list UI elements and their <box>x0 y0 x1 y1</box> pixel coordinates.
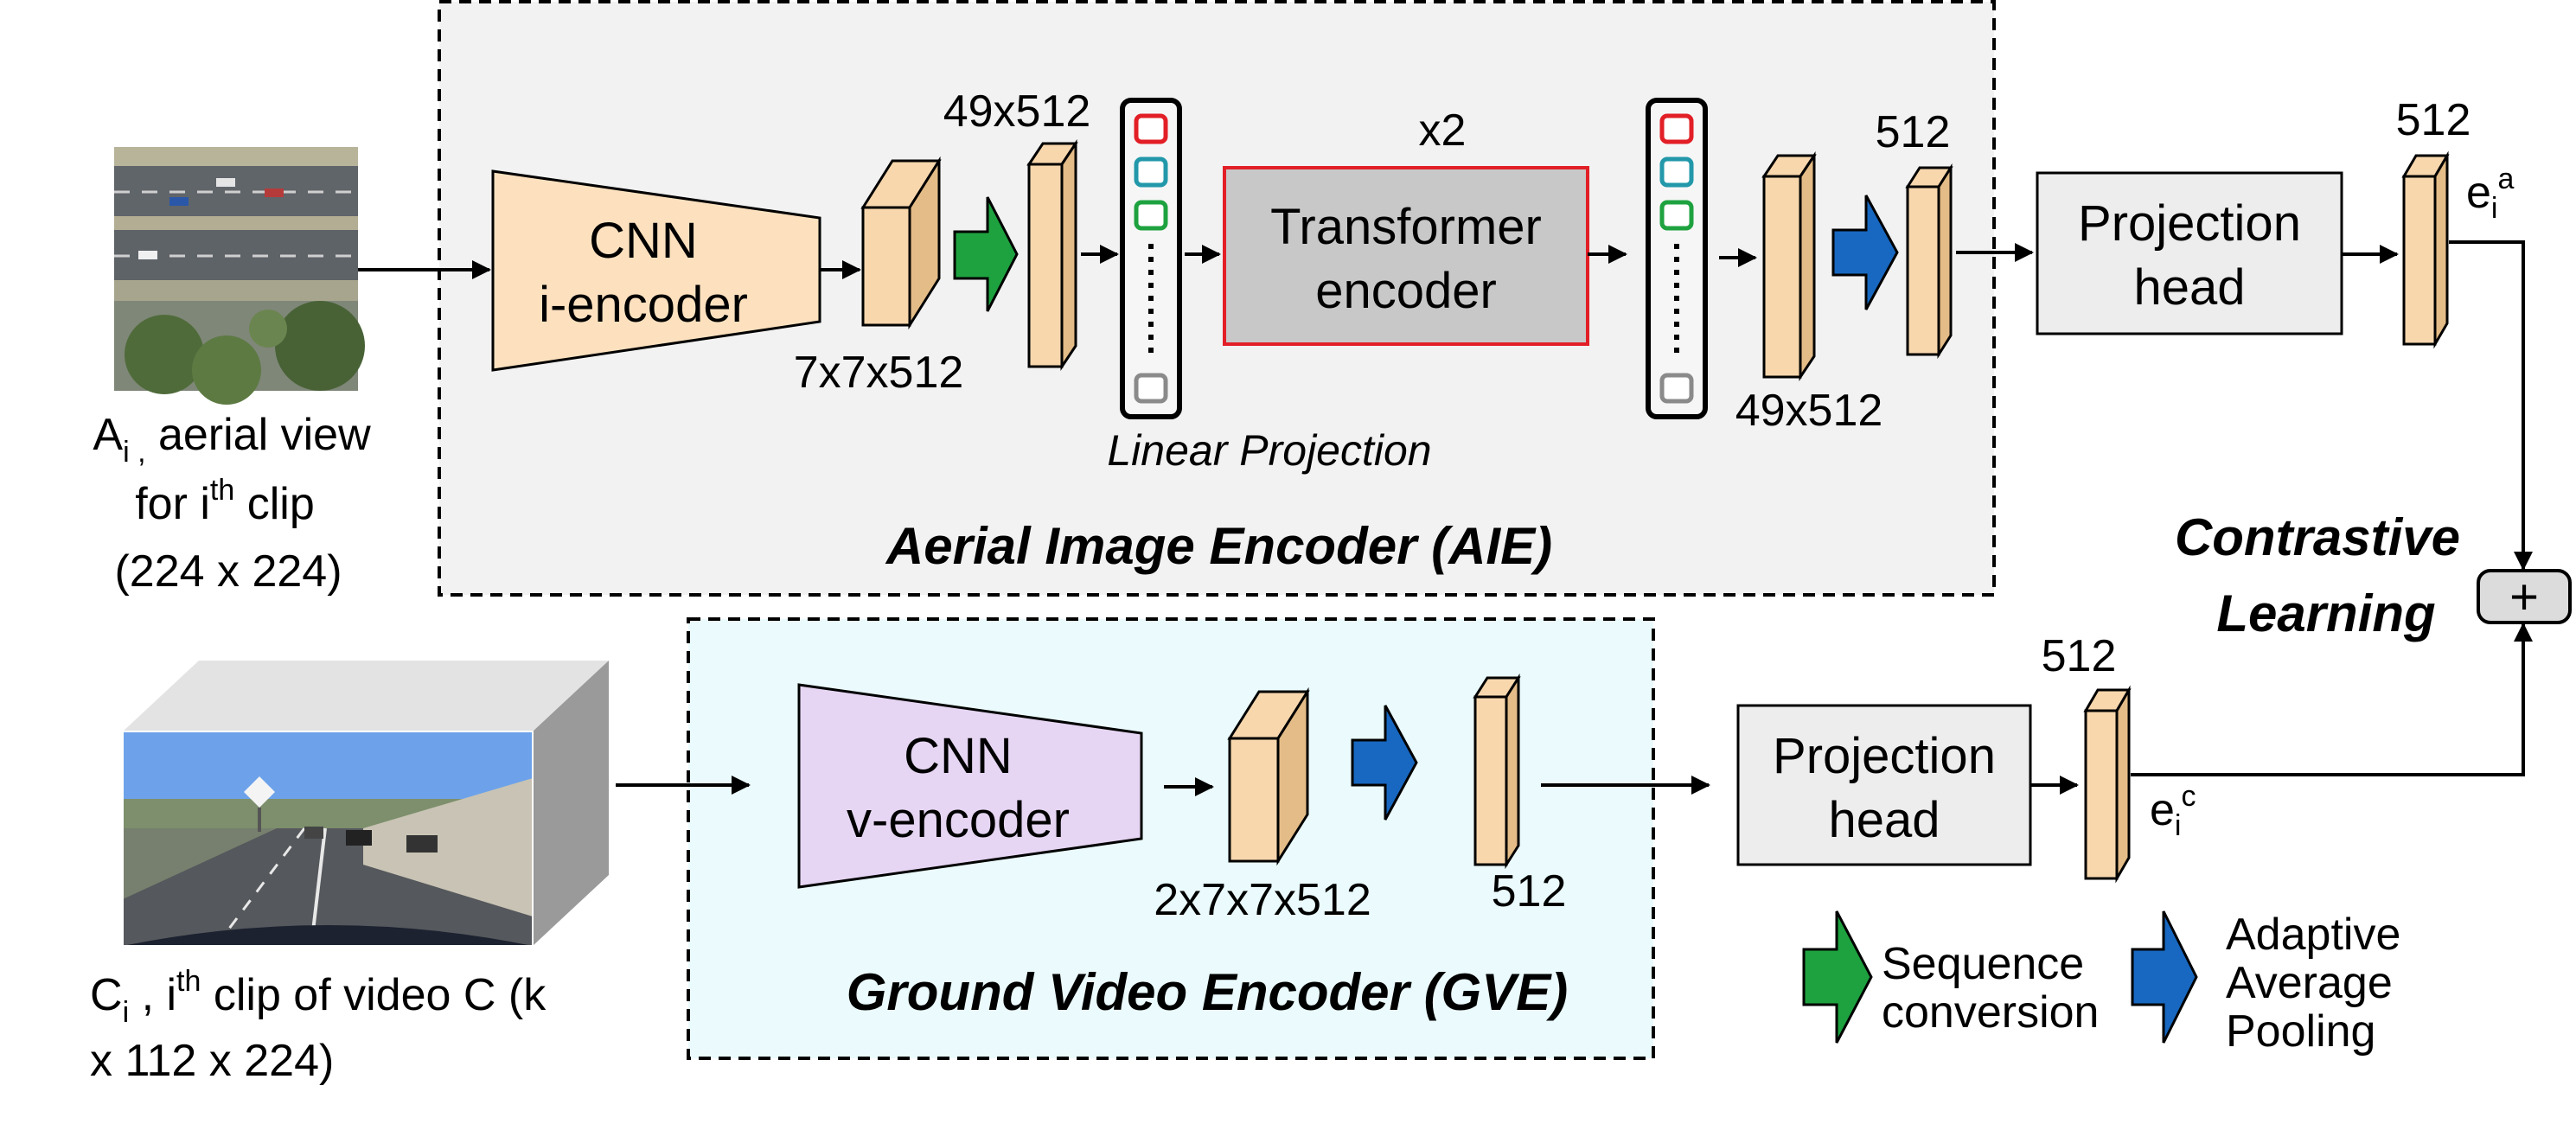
cnn-v-label-line1: CNN <box>904 728 1013 784</box>
cnn-i-label-line1: CNN <box>589 213 698 269</box>
aerial-caption-line3: (224 x 224) <box>114 546 342 597</box>
dim-2x7x7x512: 2x7x7x512 <box>1154 875 1371 925</box>
dim-7x7x512: 7x7x512 <box>794 348 964 398</box>
connector-aerial-to-contrastive <box>2449 240 2533 571</box>
projection-top-line2: head <box>2133 259 2245 316</box>
video-embedding-label: eic <box>2150 780 2196 842</box>
pooled-feature-512 <box>1905 163 1953 360</box>
legend-pooling-line1: Adaptive <box>2226 910 2400 960</box>
projection-top-line1: Projection <box>2078 195 2301 252</box>
legend-pooling-line3: Pooling <box>2226 1006 2375 1057</box>
aerial-caption-line2: for ith clip <box>135 474 315 529</box>
linear-projection-tokens <box>1120 98 1182 419</box>
projection-bottom-line1: Projection <box>1773 728 1996 784</box>
contrastive-sum-symbol: + <box>2509 569 2539 625</box>
dim-512-video-embedding: 512 <box>2042 631 2117 681</box>
aerial-embedding <box>2401 150 2450 349</box>
aie-title: Aerial Image Encoder (AIE) <box>885 517 1552 575</box>
transformer-label-line2: encoder <box>1315 263 1497 319</box>
dim-512-aerial-embedding: 512 <box>2396 95 2471 145</box>
transformer-repeat: x2 <box>1419 105 1467 156</box>
linear-projection-label: Linear Projection <box>1107 426 1431 475</box>
legend-sequence-line1: Sequence <box>1882 939 2084 989</box>
transformer-output-tokens <box>1646 98 1708 419</box>
pooling-arrow-aie <box>1831 195 1899 310</box>
projection-bottom-line2: head <box>1828 792 1940 848</box>
aerial-caption-line1: Ai , aerial view <box>93 410 371 469</box>
dim-512-gve: 512 <box>1492 866 1567 916</box>
legend-pooling-arrow-icon <box>2131 910 2198 1044</box>
aerial-embedding-label: eia <box>2466 163 2514 225</box>
dim-49x512-after: 49x512 <box>1735 386 1883 436</box>
pooling-arrow-gve <box>1351 705 1418 821</box>
video-embedding <box>2083 685 2132 884</box>
contrastive-line2: Learning <box>2216 584 2435 642</box>
pooled-video-feature-512 <box>1473 673 1521 870</box>
cnn-v-encoder-block <box>797 683 1143 889</box>
aerial-image <box>114 147 365 405</box>
legend-sequence-arrow-icon <box>1802 910 1873 1044</box>
legend-pooling-line2: Average <box>2226 958 2393 1008</box>
transformer-label-line1: Transformer <box>1270 199 1542 255</box>
cnn-i-label-line2: i-encoder <box>539 277 748 333</box>
contrastive-line1: Contrastive <box>2175 508 2460 566</box>
transformer-encoder-block <box>1223 166 1589 346</box>
cnn-v-label-line2: v-encoder <box>847 792 1070 848</box>
dim-512-aie: 512 <box>1876 107 1951 157</box>
transformer-output-49x512 <box>1761 151 1817 381</box>
sequence-conversion-arrow <box>953 196 1019 312</box>
feature-map-2x7x7x512 <box>1227 687 1310 866</box>
feature-map-7x7x512 <box>860 156 942 330</box>
connector-video-to-contrastive <box>2131 623 2533 776</box>
video-caption-line2: x 112 x 224) <box>90 1036 334 1086</box>
feature-sequence-49x512 <box>1026 139 1078 371</box>
legend-sequence-line2: conversion <box>1882 987 2099 1038</box>
video-caption-line1: Ci , ith clip of video C (k <box>90 965 547 1029</box>
dim-49x512: 49x512 <box>943 86 1091 137</box>
cnn-i-encoder-block <box>491 169 821 372</box>
gve-title: Ground Video Encoder (GVE) <box>847 963 1569 1021</box>
video-clip-cube <box>122 661 609 947</box>
